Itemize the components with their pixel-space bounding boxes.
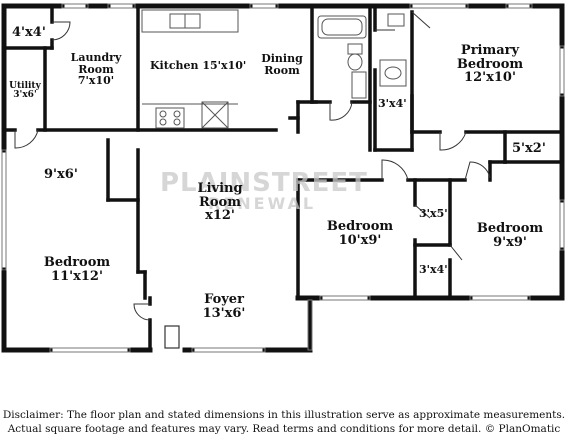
windows — [1, 3, 565, 353]
bedroom-mid-label: Bedroom 10'x9' — [318, 220, 402, 247]
kitchen-label: Kitchen 15'x10' — [150, 60, 246, 72]
kitchen-counter — [141, 9, 239, 33]
bedroom-left-label: Bedroom 11'x12' — [30, 256, 124, 283]
doors — [14, 11, 491, 349]
primary-bedroom-size: 12'x10' — [464, 70, 516, 86]
bedroom-right-size: 9'x9' — [493, 234, 527, 250]
bedroom-mid-name: Bedroom — [326, 219, 394, 234]
foyer-name: Foyer — [204, 292, 244, 307]
utility-label: Utility 3'x6' — [8, 81, 42, 101]
bedroom-right-name: Bedroom — [476, 221, 544, 236]
disclaimer: Disclaimer: The floor plan and stated di… — [0, 408, 568, 436]
utility-size: 3'x6' — [13, 90, 37, 101]
utility-name: Utility — [9, 81, 41, 91]
closet-3x4-bottom-label: 3'x4' — [419, 263, 448, 276]
bath-sink — [379, 59, 407, 87]
living-room-label: Living Room x12' — [190, 182, 250, 223]
watermark: PLAINSTREET RENEWAL — [160, 168, 368, 213]
closet-5x2-label: 5'x2' — [512, 141, 546, 156]
watermark-line-2: RENEWAL — [208, 194, 317, 213]
laundry-room-label: Laundry Room 7'x10' — [58, 52, 134, 87]
foyer-label: Foyer 13'x6' — [194, 293, 254, 320]
kitchen-name: Kitchen — [150, 59, 199, 72]
vanity — [351, 71, 367, 99]
closet-9x6-label: 9'x6' — [44, 167, 78, 182]
disclaimer-line-1: Disclaimer: The floor plan and stated di… — [2, 409, 566, 421]
foyer-size: 13'x6' — [202, 305, 246, 321]
kitchen-size: 15'x10' — [202, 59, 247, 72]
stove — [155, 107, 185, 129]
refrigerator — [201, 101, 229, 129]
bedroom-left-name: Bedroom — [43, 255, 111, 270]
closet-3x5-label: 3'x5' — [419, 207, 448, 220]
dining-room-label: Dining Room — [261, 52, 303, 77]
bedroom-mid-size: 10'x9' — [338, 232, 382, 248]
laundry-room-size: 7'x10' — [77, 74, 115, 88]
living-room-name: Living Room — [197, 181, 243, 210]
closet-3x4-top-label: 3'x4' — [378, 97, 407, 110]
primary-bedroom-name: Primary Bedroom — [456, 43, 524, 72]
bedroom-right-label: Bedroom 9'x9' — [468, 222, 552, 249]
toilet — [347, 43, 363, 55]
exterior-walls — [1, 3, 565, 353]
bathtub — [317, 15, 367, 39]
fixtures — [141, 9, 407, 129]
interior-walls — [2, 4, 564, 352]
disclaimer-line-2: Actual square footage and features may v… — [7, 423, 561, 435]
laundry-room-name: Laundry Room — [70, 51, 122, 76]
living-room-size: x12' — [205, 208, 235, 224]
bedroom-left-size: 11'x12' — [51, 268, 103, 284]
closet-4x4-label: 4'x4' — [12, 25, 46, 40]
primary-bedroom-label: Primary Bedroom 12'x10' — [440, 44, 540, 85]
watermark-line-1: PLAINSTREET — [160, 168, 368, 198]
